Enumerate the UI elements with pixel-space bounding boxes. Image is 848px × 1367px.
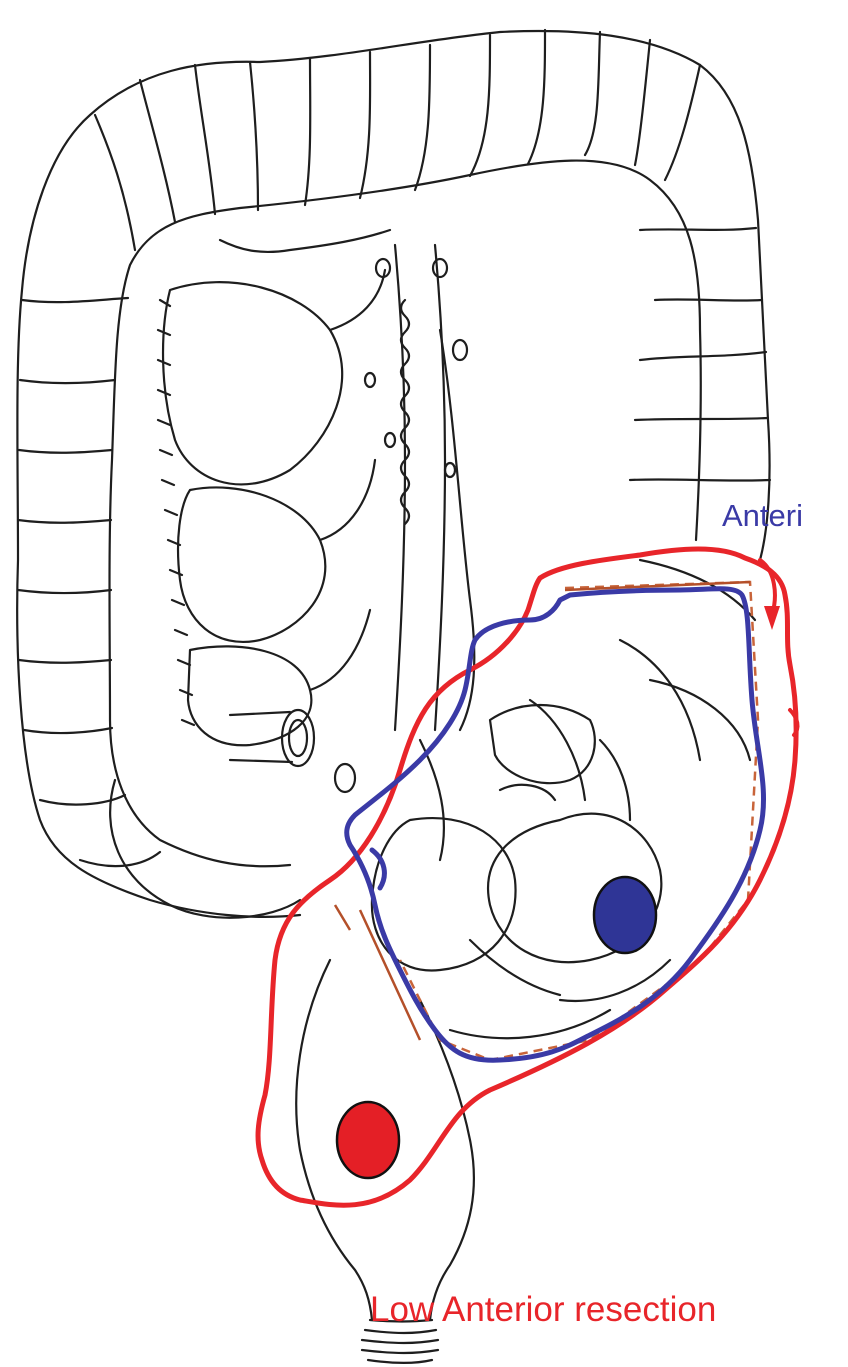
iliac-vessel-cut [230, 710, 355, 792]
ascending-haustra [18, 298, 160, 866]
resection-margin-dashed [400, 582, 758, 1060]
transverse-haustra [95, 30, 700, 250]
red-arrowhead [764, 606, 780, 630]
anterior-resection-outline [347, 589, 764, 1060]
anterior-resection-tumor-marker [594, 877, 656, 953]
low-anterior-resection-tumor-marker [337, 1102, 399, 1178]
anterior-resection-label: Anteri [722, 498, 803, 534]
vessel-rings [365, 259, 467, 477]
aorta-branch-wavy [401, 300, 409, 524]
aorta [395, 245, 445, 730]
mesenteric-arcades [163, 230, 390, 745]
low-anterior-resection-label: Low Anterior resection [370, 1290, 716, 1330]
low-anterior-resection-outline [258, 549, 796, 1205]
sigmoid-loops [372, 560, 755, 1038]
